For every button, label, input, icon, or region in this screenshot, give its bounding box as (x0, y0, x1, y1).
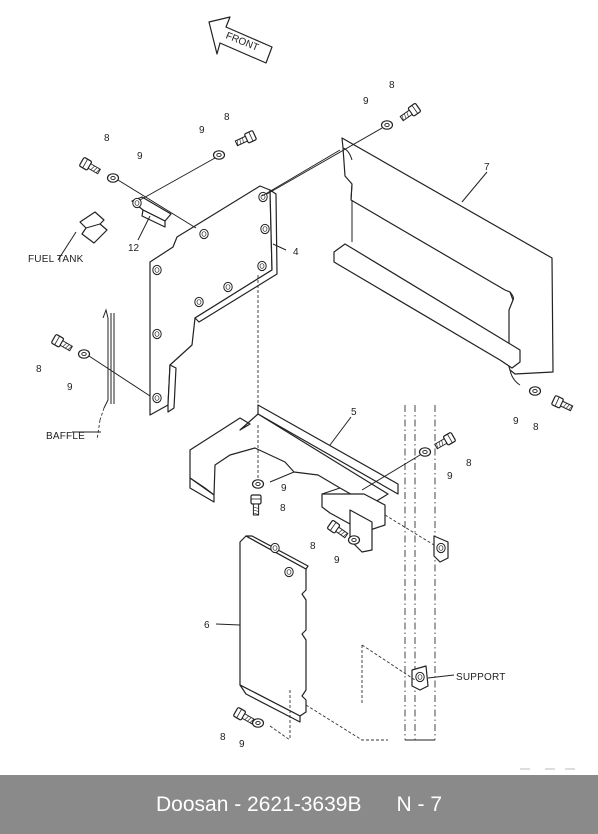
bolt-right (550, 394, 575, 414)
part-5-bracket (189, 404, 399, 553)
part-12-clip (131, 196, 172, 228)
bolt-top-right (398, 102, 422, 124)
callout-part-5: 5 (351, 407, 357, 418)
washer-right (528, 386, 542, 396)
callout-washer-lower-center: 9 (334, 555, 340, 566)
callout-bolt-bottom: 8 (220, 732, 226, 743)
bolt-middle-left (50, 333, 75, 354)
washer-support (418, 447, 432, 457)
callout-bolt-top-right: 8 (389, 80, 395, 91)
callout-part-12: 12 (128, 243, 140, 254)
callout-washer-center: 9 (281, 483, 287, 494)
callout-washer-middle-left: 9 (67, 382, 73, 393)
bolt-upper-middle (233, 129, 258, 149)
washer-top-right (380, 120, 394, 130)
footer-separator: - (228, 792, 248, 816)
washer-middle-left (77, 349, 91, 359)
callout-bolt-right: 8 (533, 422, 539, 433)
baffle (96, 308, 115, 441)
callout-washer-upper-left: 9 (137, 151, 143, 162)
caption-support: SUPPORT (456, 672, 506, 683)
bolt-support (432, 431, 457, 452)
washer-upper-middle (212, 150, 226, 160)
callout-washer-top-right: 9 (363, 96, 369, 107)
callout-bolt-center: 8 (280, 503, 286, 514)
callout-washer-bottom: 9 (239, 739, 245, 750)
support-column (305, 405, 449, 741)
caption-fuel-tank: FUEL TANK (28, 254, 84, 265)
washer-upper-left (106, 173, 120, 183)
callout-washer-upper-middle: 9 (199, 125, 205, 136)
footer-brand: Doosan (155, 792, 229, 816)
front-arrow: FRONT (208, 16, 273, 64)
footer-text: Doosan - 2621-3639B N - 7 (156, 793, 442, 817)
footer-gap (361, 793, 396, 816)
bolt-upper-left (78, 156, 103, 177)
washer-center (251, 479, 265, 489)
callout-part-7: 7 (484, 162, 490, 173)
washer-lower-center (347, 535, 361, 545)
callout-bolt-upper-left: 8 (104, 133, 110, 144)
callout-bolt-upper-middle: 8 (224, 112, 230, 123)
callout-part-4: 4 (293, 247, 299, 258)
callout-part-6: 6 (204, 620, 210, 631)
part-4-bracket (149, 185, 278, 416)
footer-bar: Doosan - 2621-3639B N - 7 (0, 775, 598, 834)
exploded-view-drawing: FRONT (28, 16, 575, 770)
washer-bottom (251, 718, 265, 728)
leader-lines (57, 171, 488, 679)
callout-bolt-middle-left: 8 (36, 364, 42, 375)
footer-part-number: 2621-3639B (247, 792, 362, 816)
callout-washer-support: 9 (447, 471, 453, 482)
assembly-lines (88, 127, 435, 741)
callout-bolt-support: 8 (466, 458, 472, 469)
part-6-plate (239, 535, 309, 723)
fuel-tank-flange (79, 211, 108, 244)
callout-bolt-lower-center: 8 (310, 541, 316, 552)
footer-page: N - 7 (396, 792, 443, 816)
part-7-plate (333, 137, 554, 386)
bolt-lower-center (326, 519, 350, 541)
caption-baffle: BAFFLE (46, 431, 85, 442)
callout-washer-right: 9 (513, 416, 519, 427)
bolt-center (250, 494, 262, 516)
